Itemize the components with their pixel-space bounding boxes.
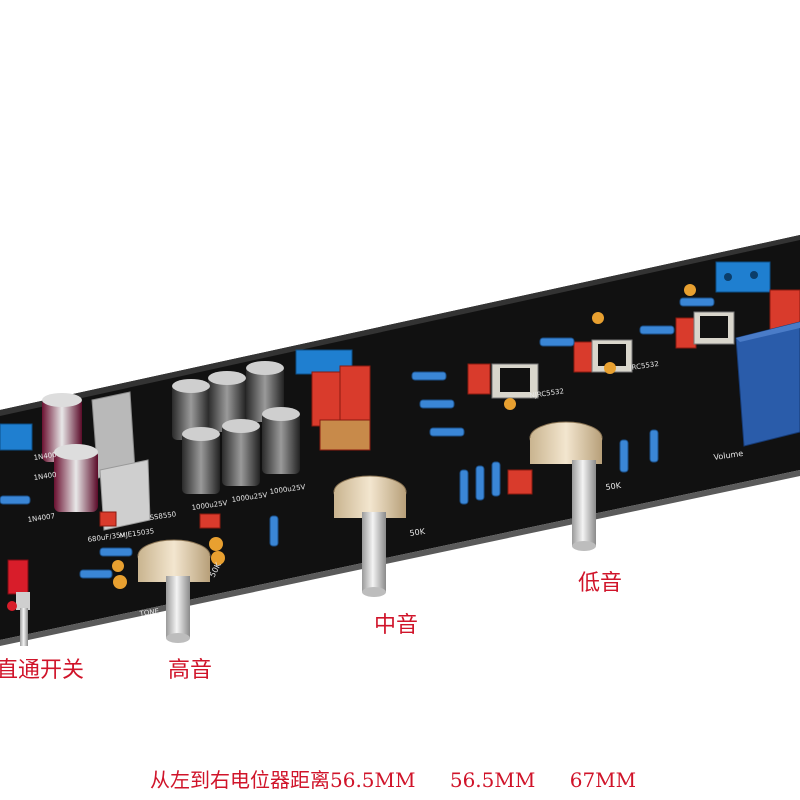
- opamp-chips: [491, 311, 735, 399]
- volume-potentiometer: [735, 321, 800, 447]
- resistors: [0, 297, 715, 579]
- film-capacitors: [99, 289, 800, 529]
- label-mid: 中音: [374, 613, 419, 638]
- label-bypass-switch: 直通开关: [0, 658, 85, 683]
- marking-tone: TONE: [138, 607, 159, 618]
- marking-diode-3: 1N4007: [27, 512, 55, 524]
- potentiometer-mid: [333, 475, 407, 597]
- caption-third: 67MM: [569, 768, 637, 792]
- silkscreen-text: 680uF/35v MJE15035 SS8550 1000u25V 1000u…: [27, 360, 744, 618]
- marking-ss8550: SS8550: [149, 510, 177, 522]
- marking-diode-1: 1N400: [33, 451, 57, 462]
- potentiometer-treble: [137, 539, 211, 643]
- spacing-caption: 从左到右电位器距离56.5MM 56.5MM 67MM: [150, 764, 664, 793]
- label-bass: 低音: [578, 571, 623, 596]
- pcb-board: [0, 235, 800, 646]
- marking-volume: Volume: [713, 449, 744, 462]
- heatsink: [91, 391, 151, 531]
- ceramic-capacitors: [112, 284, 696, 589]
- marking-diode-2: 1N400: [33, 471, 57, 482]
- filter-capacitors: [172, 361, 300, 494]
- terminal-blocks: [0, 261, 771, 451]
- marking-50k-3: 50K: [605, 481, 622, 492]
- bypass-toggle-switch: [7, 559, 30, 646]
- potentiometer-bass: [529, 421, 603, 551]
- marking-50k-2: 50K: [409, 527, 426, 538]
- large-capacitors: [42, 393, 98, 512]
- label-treble: 高音: [168, 658, 213, 683]
- caption-prefix: 从左到右电位器距离56.5MM: [150, 768, 416, 792]
- caption-second: 56.5MM: [449, 768, 536, 792]
